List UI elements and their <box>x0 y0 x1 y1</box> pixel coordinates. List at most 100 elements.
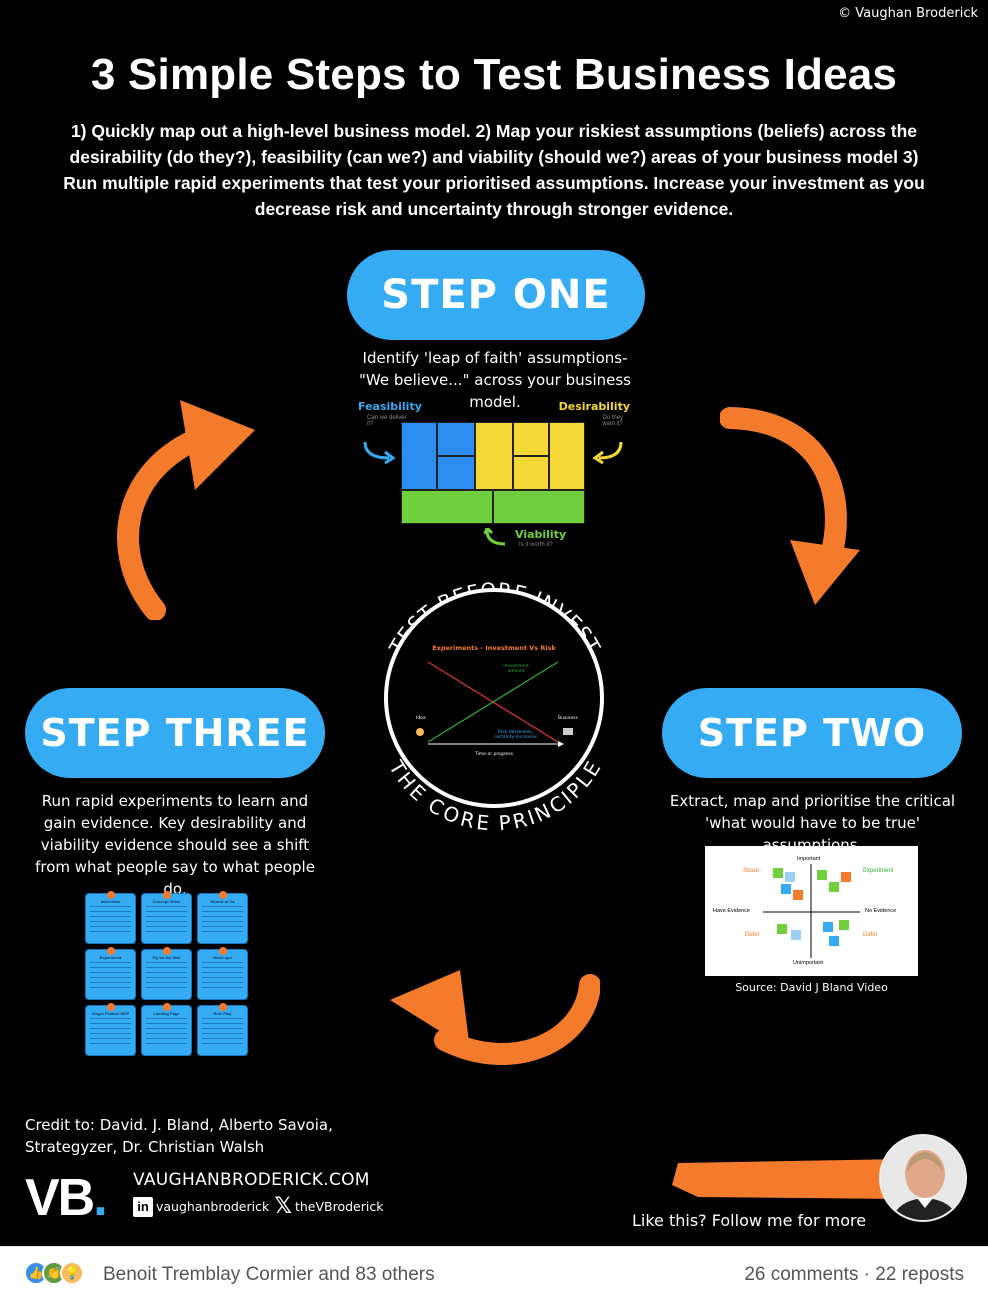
feasibility-sub: Can we deliver it? <box>367 415 407 427</box>
step-two-description: Extract, map and prioritise the critical… <box>669 792 956 854</box>
experiment-card: Single Feature MVP <box>85 1003 136 1056</box>
card-title: Single Feature MVP <box>91 1011 130 1016</box>
time-progress-label: Time or progress <box>475 752 513 757</box>
card-text-lines <box>202 906 243 936</box>
card-title: Concept Video <box>152 899 181 904</box>
card-text-lines <box>146 906 187 936</box>
card-text-lines <box>90 962 131 992</box>
card-dot-icon <box>107 1003 115 1011</box>
have-evidence-label: Have Evidence <box>713 908 750 914</box>
card-dot-icon <box>219 891 227 899</box>
experiment-card: Landing Page <box>141 1003 192 1056</box>
card-dot-icon <box>163 947 171 955</box>
credit-line-1: Credit to: David. J. Bland, Alberto Savo… <box>25 1116 333 1134</box>
website-link[interactable]: VAUGHANBRODERICK.COM <box>133 1170 370 1190</box>
page-title: 3 Simple Steps to Test Business Ideas <box>90 50 898 99</box>
engagement-counts: 26 comments · 22 reposts <box>744 1264 964 1286</box>
step-three-pill: STEP THREE <box>25 688 325 778</box>
vb-logo-dot: . <box>93 1169 108 1227</box>
defer-right-label: Defer <box>863 932 878 938</box>
x-icon[interactable]: 𝕏 <box>274 1194 292 1219</box>
experiment-card: Role Play <box>197 1003 248 1056</box>
x-handle[interactable]: theVBroderick <box>294 1199 384 1214</box>
assumption-matrix: Important Unimportant Have Evidence No E… <box>705 846 918 976</box>
desirability-sub: Do they want it? <box>602 415 623 427</box>
reposts-link[interactable]: 22 reposts <box>875 1264 964 1285</box>
source-caption: Source: David J Bland Video <box>735 981 888 994</box>
share-label: Share <box>743 868 760 874</box>
experiment-cards: Interviews Concept Video Wizard of Oz Exper… <box>85 891 248 1056</box>
experiment-label: Experiment <box>863 868 894 874</box>
experiment-card: Mash-ups <box>197 947 248 1000</box>
step-three-description: Run rapid experiments to learn and gain … <box>35 792 315 898</box>
experiment-card: Fly on the Wall <box>141 947 192 1000</box>
vb-logo: VB. <box>25 1168 108 1228</box>
reactors-link[interactable]: Benoit Tremblay Cormier and 83 others <box>103 1264 435 1285</box>
card-dot-icon <box>107 891 115 899</box>
card-title: Role Play <box>213 1011 232 1016</box>
credit-line-2: Strategyzer, Dr. Christian Walsh <box>25 1138 265 1156</box>
card-title: Experiment <box>99 955 122 960</box>
orange-arrow-top-right-icon <box>720 407 860 605</box>
experiment-card: Experiment <box>85 947 136 1000</box>
linkedin-icon[interactable]: in <box>133 1196 153 1217</box>
copyright-text: © Vaughan Broderick <box>838 6 978 21</box>
card-title: Interviews <box>100 899 121 904</box>
infographic-post[interactable]: © Vaughan Broderick 3 Simple Steps to Te… <box>0 0 988 1246</box>
step-one-pill: STEP ONE <box>347 250 645 340</box>
card-title: Mash-ups <box>213 955 232 960</box>
subtitle: 1) Quickly map out a high-level business… <box>63 121 925 219</box>
avatar[interactable] <box>879 1134 967 1222</box>
viability-label: Viability <box>515 528 567 541</box>
experiment-card: Concept Video <box>141 891 192 944</box>
no-evidence-label: No Evidence <box>865 908 897 914</box>
viability-sub: Is it worth it? <box>519 542 553 548</box>
business-label: Business <box>558 716 578 721</box>
orange-brush-stroke <box>672 1159 903 1199</box>
unimportant-label: Unimportant <box>793 960 823 966</box>
orange-arrow-bottom-icon <box>390 970 600 1066</box>
comments-link[interactable]: 26 comments <box>744 1264 859 1285</box>
card-text-lines <box>202 962 243 992</box>
card-title: Landing Page <box>153 1011 180 1016</box>
card-text-lines <box>146 962 187 992</box>
card-dot-icon <box>219 947 227 955</box>
card-dot-icon <box>163 891 171 899</box>
experiment-card: Wizard of Oz <box>197 891 248 944</box>
post-engagement-bar: 👍 👏 💡 Benoit Tremblay Cormier and 83 oth… <box>0 1246 988 1298</box>
separator-dot: · <box>863 1264 870 1285</box>
card-title: Fly on the Wall <box>152 955 181 960</box>
investment-risk-circle: Experiments - Investment Vs Risk Investm… <box>384 588 604 808</box>
feasibility-arrow-icon <box>363 441 396 464</box>
vb-logo-text: VB <box>25 1169 95 1227</box>
feasibility-label: Feasibility <box>358 400 422 413</box>
like-reaction-icon: 👍 <box>24 1261 48 1285</box>
social-handles: in vaughanbroderick 𝕏 theVBroderick <box>133 1194 383 1219</box>
card-text-lines <box>202 1018 243 1048</box>
card-text-lines <box>90 1018 131 1048</box>
card-text-lines <box>146 1018 187 1048</box>
investment-amount-label: Investment amount <box>503 664 529 674</box>
orange-arrow-left-icon <box>117 400 255 620</box>
insightful-reaction-icon: 💡 <box>60 1261 84 1285</box>
card-dot-icon <box>163 1003 171 1011</box>
step-two-pill: STEP TWO <box>662 688 962 778</box>
investment-risk-chart <box>416 661 573 747</box>
defer-left-label: Defer <box>745 932 760 938</box>
reaction-icons[interactable]: 👍 👏 💡 <box>24 1261 84 1285</box>
desirability-label: Desirability <box>558 400 630 413</box>
linkedin-handle[interactable]: vaughanbroderick <box>156 1199 270 1214</box>
card-text-lines <box>90 906 131 936</box>
card-dot-icon <box>107 947 115 955</box>
viability-arrow-icon <box>483 528 506 546</box>
card-title: Wizard of Oz <box>210 899 235 904</box>
important-label: Important <box>797 856 821 862</box>
business-model-canvas: Feasibility Can we deliver it? Desirabil… <box>355 398 635 548</box>
idea-label: Idea <box>416 716 426 721</box>
credit-text: Credit to: David. J. Bland, Alberto Savo… <box>25 1114 333 1158</box>
follow-prompt: Like this? Follow me for more <box>632 1211 867 1230</box>
desirability-arrow-icon <box>592 441 623 464</box>
experiment-card: Interviews <box>85 891 136 944</box>
card-dot-icon <box>219 1003 227 1011</box>
chart-title: Experiments - Investment Vs Risk <box>432 644 556 652</box>
